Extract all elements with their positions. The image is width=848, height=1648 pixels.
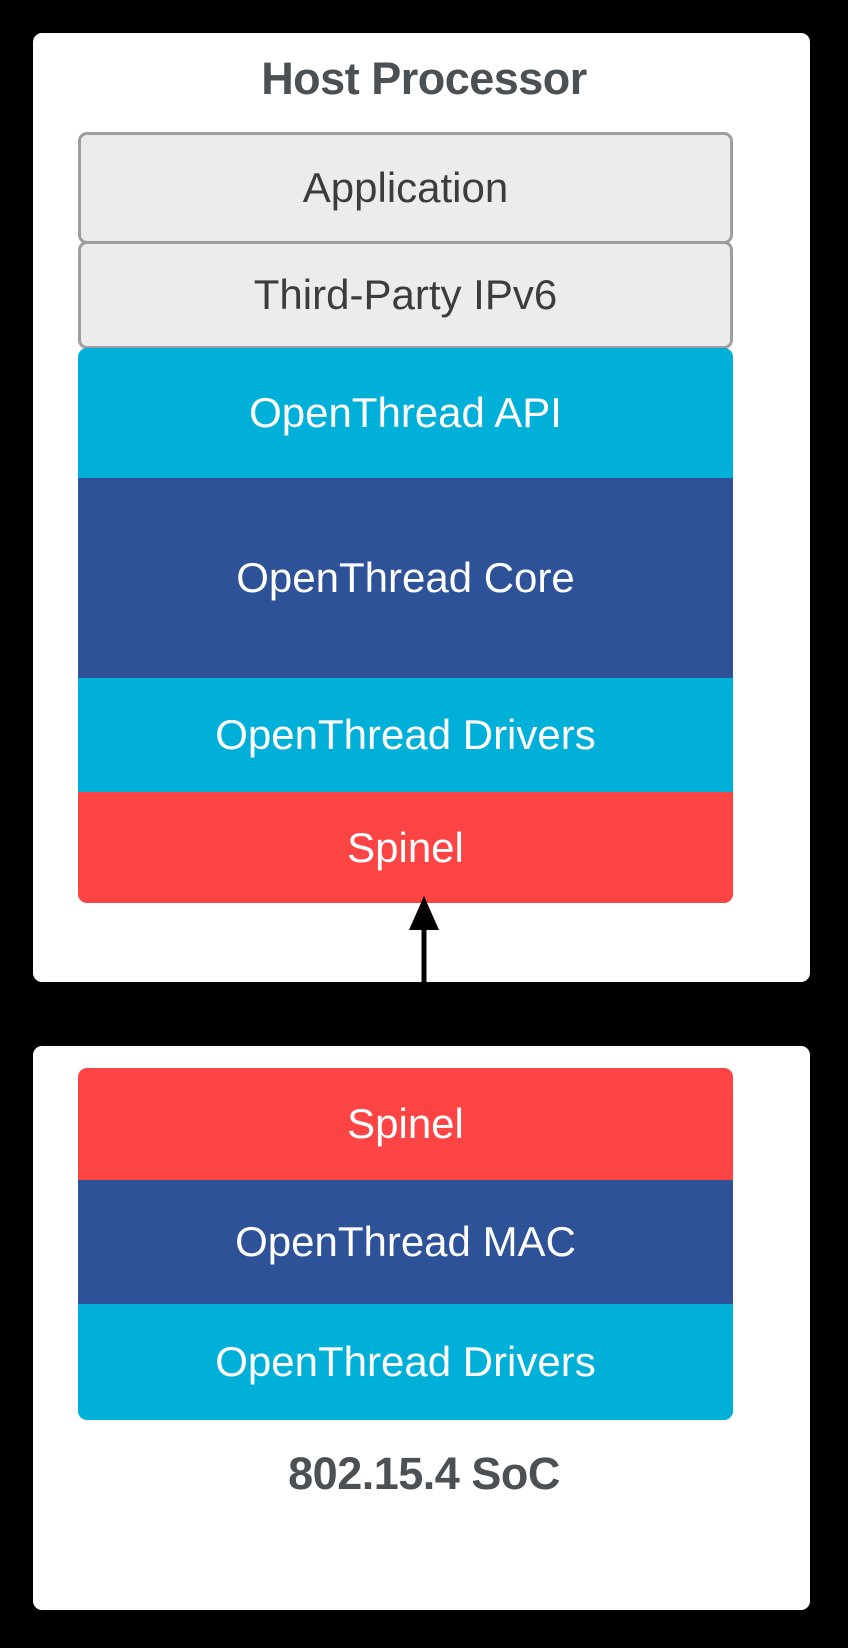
layer-openthread-mac: OpenThread MAC: [78, 1180, 733, 1304]
layer-openthread-drivers-host: OpenThread Drivers: [78, 678, 733, 792]
layer-openthread-core: OpenThread Core: [78, 478, 733, 678]
layer-spinel-host: Spinel: [78, 792, 733, 903]
soc-panel-title: 802.15.4 SoC: [288, 1448, 560, 1499]
host-processor-title: Host Processor: [261, 53, 587, 104]
layer-application: Application: [78, 132, 733, 244]
layer-openthread-api: OpenThread API: [78, 348, 733, 478]
layer-spinel-soc: Spinel: [78, 1068, 733, 1180]
layer-third-party-ipv6: Third-Party IPv6: [78, 241, 733, 349]
layer-openthread-drivers-soc: OpenThread Drivers: [78, 1304, 733, 1420]
